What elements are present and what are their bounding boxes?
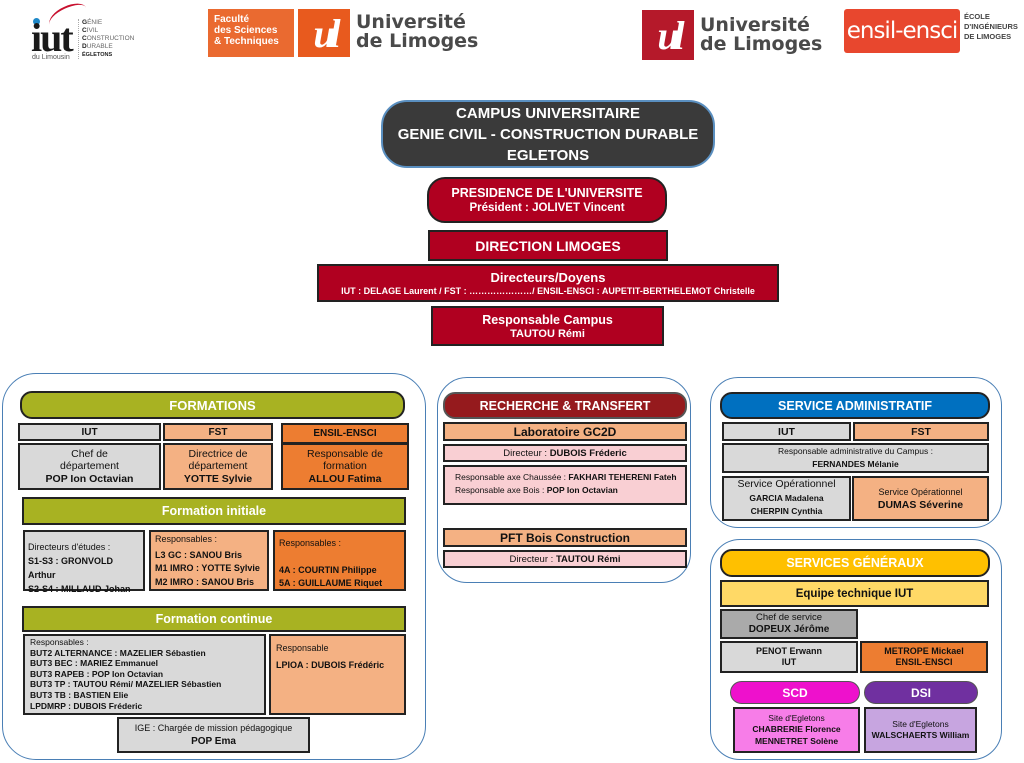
iut-gccd-lines: GÉNIE CIVIL CONSTRUCTION DURABLE ÉGLETON… [78,19,134,59]
penot-box: PENOT Erwann IUT [720,641,858,673]
directeurs-doyens-box: Directeurs/Doyens IUT : DELAGE Laurent /… [317,264,779,302]
admin-panel [710,377,1002,528]
formations-iut-chef: Chef de département POP Ion Octavian [18,443,161,490]
equipe-technique: Equipe technique IUT [720,580,989,607]
admin-iut-operationnel: Service Opérationnel GARCIA Madalena CHE… [722,476,851,521]
iut-sub: du Limousin [32,54,70,61]
chef-service: Chef de service DOPEUX Jérôme [720,609,858,639]
pft-directeur: Directeur : TAUTOU Rémi [443,550,687,568]
formations-col-ensil: ENSIL-ENSCI [281,423,409,444]
formation-initiale-iut: Directeurs d'études : S1-S3 : GRONVOLD A… [23,530,145,594]
logo-ensil-mark: ensil-ensci [844,9,960,53]
dsi-header: DSI [864,681,978,704]
formation-continue-iut: Responsables : BUT2 ALTERNANCE : MAZELIE… [23,634,266,715]
metrope-box: METROPE Mickael ENSIL-ENSCI [860,641,988,673]
pft-title: PFT Bois Construction [443,528,687,547]
responsable-campus-box: Responsable Campus TAUTOU Rémi [431,306,664,346]
recherche-header: RECHERCHE & TRANSFERT [443,392,687,419]
labo-axes: Responsable axe Chaussée : FAKHARI TEHER… [443,465,687,505]
presidence-box: PRESIDENCE DE L'UNIVERSITE Président : J… [427,177,667,223]
formations-header: FORMATIONS [20,391,405,419]
generaux-header: SERVICES GÉNÉRAUX [720,549,990,577]
admin-responsable: Responsable administrative du Campus : F… [722,443,989,473]
formations-col-fst: FST [163,423,273,441]
logo-iut: iut du Limousin GÉNIE CIVIL CONSTRUCTION… [28,0,148,62]
logo-ul-orange-text: Université de Limoges [356,11,479,52]
logo-ensil-text: ÉCOLE D'INGÉNIEURS DE LIMOGES [964,12,1018,41]
formation-continue-fst: Responsable LPIOA : DUBOIS Frédéric [269,634,406,715]
formations-ensil-responsable: Responsable de formation ALLOU Fatima [281,443,409,490]
formations-col-iut: IUT [18,423,161,441]
ige-box: IGE : Chargée de mission pédagogique POP… [117,717,310,753]
admin-col-fst: FST [853,422,989,441]
labo-gc2d-title: Laboratoire GC2D [443,422,687,441]
admin-header: SERVICE ADMINISTRATIF [720,392,990,419]
iut-dot-icon [33,18,40,25]
formation-continue-header: Formation continue [22,606,406,632]
scd-site: Site d'Egletons CHABRERIE Florence MENNE… [733,707,860,753]
logo-ul-red-text: Université de Limoges [700,14,823,55]
admin-fst-operationnel: Service Opérationnel DUMAS Séverine [852,476,989,521]
formation-initiale-fst: Responsables : L3 GC : SANOU Bris M1 IMR… [149,530,269,591]
labo-directeur: Directeur : DUBOIS Fréderic [443,444,687,462]
generaux-panel [710,539,1002,760]
formations-panel [2,373,426,760]
scd-header: SCD [730,681,860,704]
campus-header: CAMPUS UNIVERSITAIRE GENIE CIVIL - CONST… [381,100,715,168]
direction-limoges-box: DIRECTION LIMOGES [428,230,668,261]
logo-ul-orange-mark: ul [298,9,350,57]
formations-fst-directrice: Directrice de département YOTTE Sylvie [163,443,273,490]
dsi-site: Site d'Egletons WALSCHAERTS William [864,707,977,753]
formation-initiale-header: Formation initiale [22,497,406,525]
recherche-panel [437,377,691,583]
formation-initiale-ensil: Responsables : 4A : COURTIN Philippe 5A … [273,530,406,591]
logo-fst: Faculté des Sciences & Techniques [208,9,294,57]
admin-col-iut: IUT [722,422,851,441]
logo-ul-red-mark: ul [642,10,694,60]
iut-mark: iut [31,15,74,60]
